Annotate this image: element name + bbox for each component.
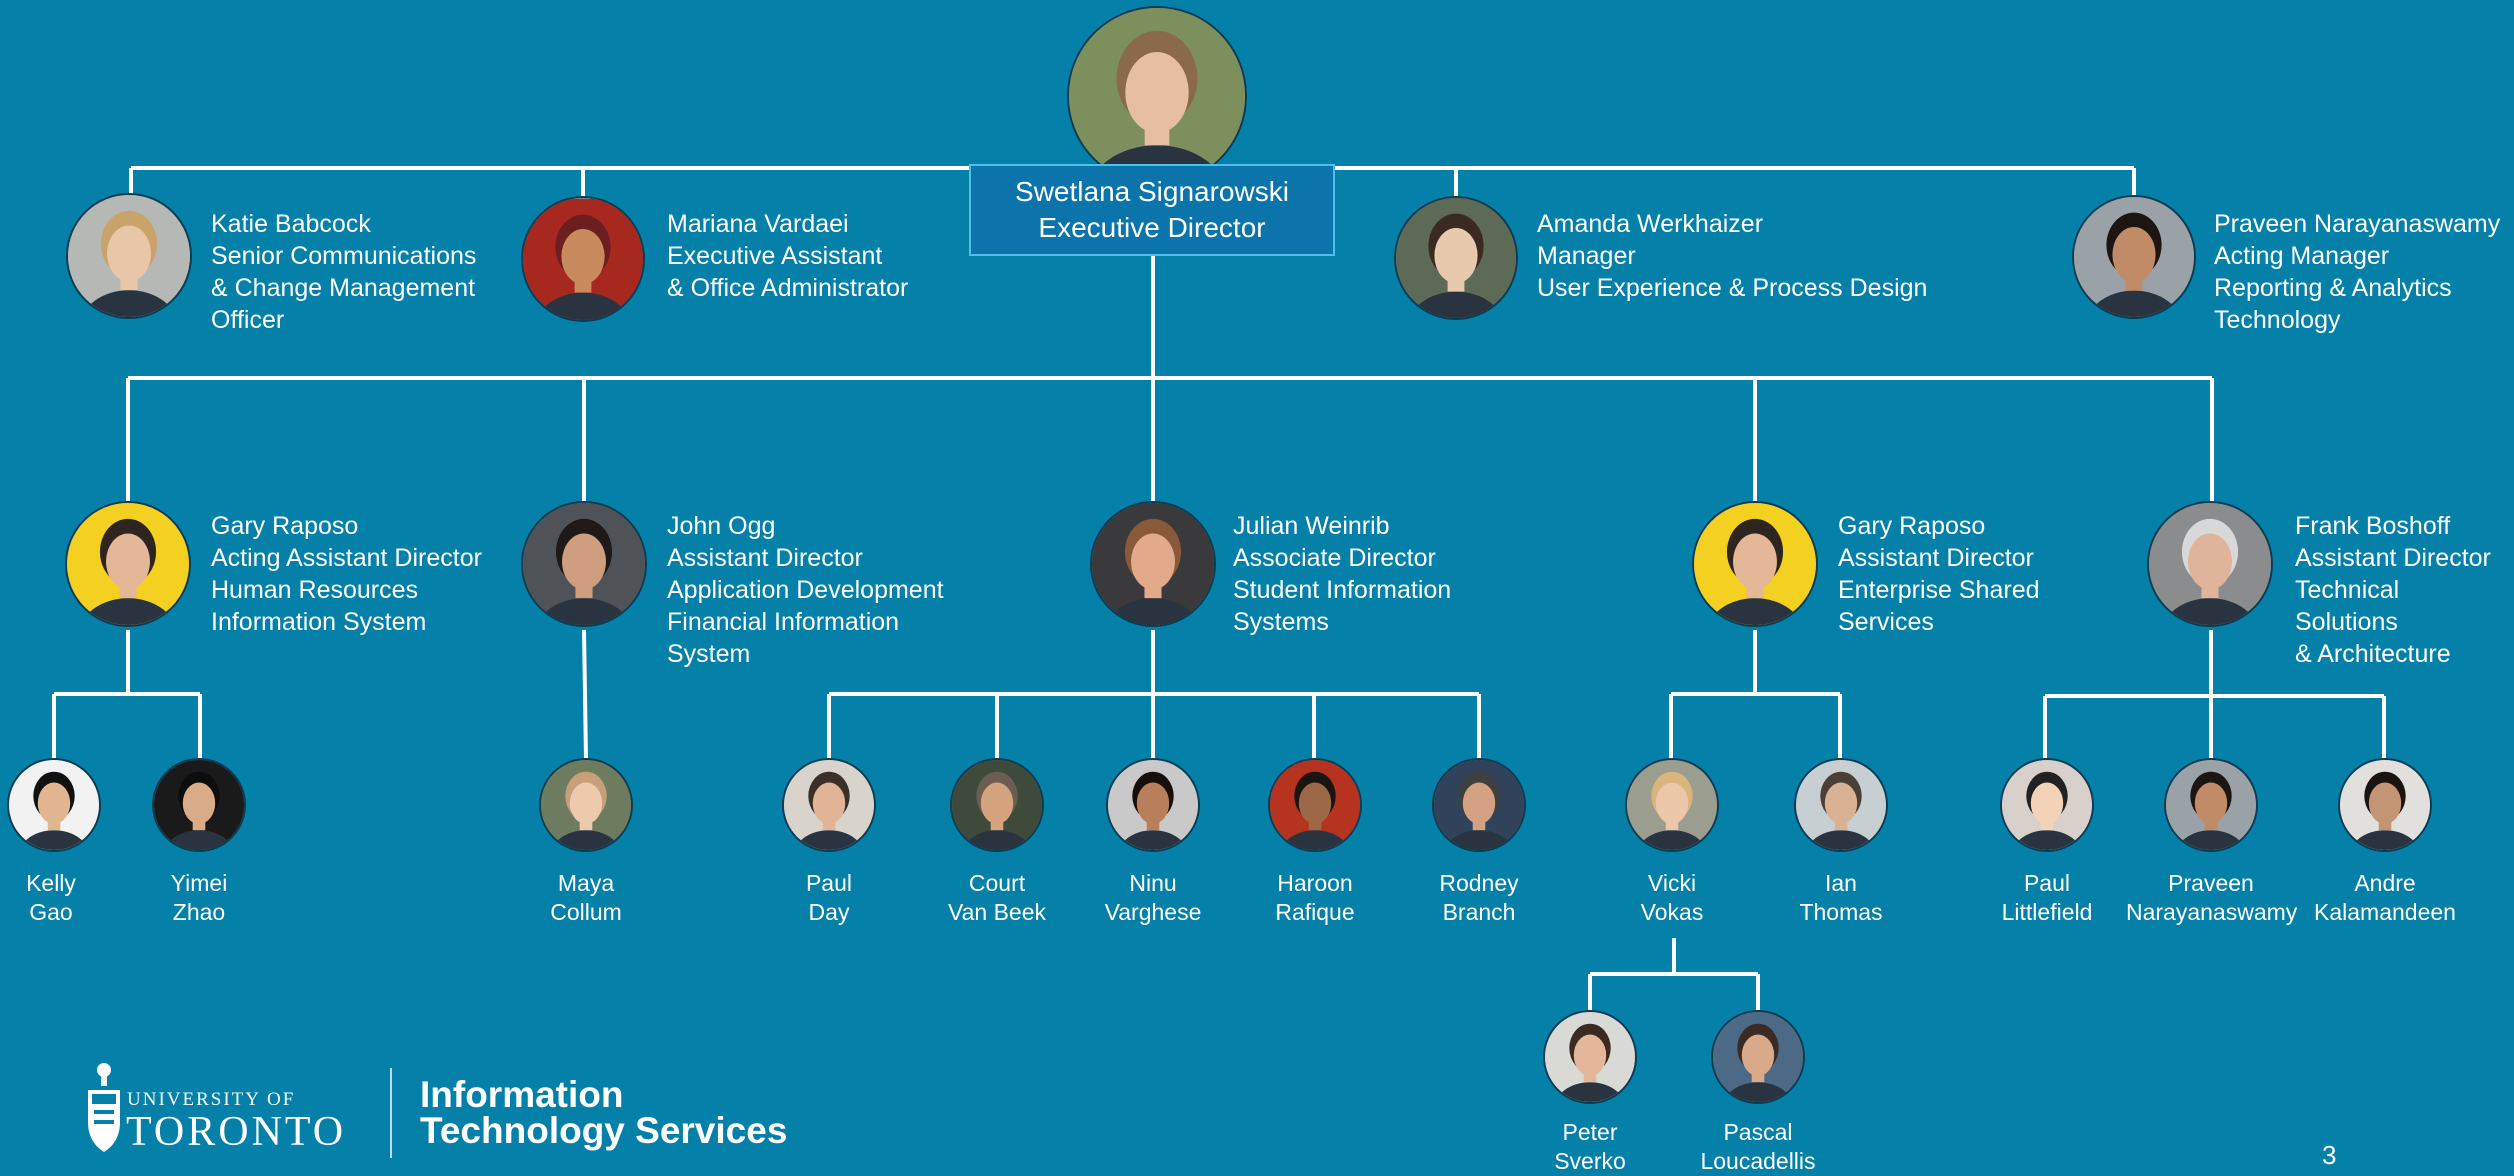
portrait-image — [1694, 503, 1816, 625]
portrait-image — [9, 760, 99, 850]
portrait-image — [67, 503, 189, 625]
director-photo-3 — [1692, 501, 1818, 627]
staff-photo-3 — [782, 758, 876, 852]
staff-photo-10 — [2000, 758, 2094, 852]
top-label-2: Amanda Werkhaizer Manager User Experienc… — [1537, 210, 1928, 302]
staff-photo-14 — [1711, 1010, 1805, 1104]
staff-photo-6 — [1268, 758, 1362, 852]
university-crest-icon — [88, 1063, 120, 1152]
director-photo-2 — [1090, 501, 1216, 627]
department-name-line2: Technology Services — [420, 1110, 788, 1151]
executive-title: Executive Director — [1038, 212, 1266, 243]
staff-photo-9 — [1794, 758, 1888, 852]
executive-name: Swetlana Signarowski — [1015, 176, 1289, 207]
director-label-1: John Ogg Assistant Director Application … — [667, 512, 944, 668]
portrait-image — [1396, 198, 1516, 318]
director-label-2: Julian Weinrib Associate Director Studen… — [1233, 512, 1452, 636]
name: Katie Babcock — [211, 210, 371, 238]
executive-box: Swetlana Signarowski Executive Director — [969, 164, 1335, 256]
staff-photo-13 — [1543, 1010, 1637, 1104]
portrait-image — [784, 760, 874, 850]
logo-divider — [390, 1068, 392, 1158]
director-label-4: Frank Boshoff Assistant Director Technic… — [2295, 512, 2491, 668]
director-photo-1 — [521, 501, 647, 627]
portrait-image — [1092, 503, 1214, 625]
staff-photo-12 — [2338, 758, 2432, 852]
portrait-image — [541, 760, 631, 850]
portrait-image — [952, 760, 1042, 850]
portrait-image — [2002, 760, 2092, 850]
director-label-0: Gary Raposo Acting Assistant Director Hu… — [211, 512, 482, 636]
portrait-image — [1713, 1012, 1803, 1102]
toronto-text: TORONTO — [126, 1109, 347, 1155]
top-photo-2 — [1394, 196, 1518, 320]
portrait-image — [2340, 760, 2430, 850]
staff-photo-1 — [152, 758, 246, 852]
staff-photo-11 — [2164, 758, 2258, 852]
portrait-image — [2166, 760, 2256, 850]
director-photo-4 — [2147, 501, 2273, 627]
portrait-image — [2149, 503, 2271, 625]
department-name-line1: Information — [420, 1074, 624, 1115]
staff-photo-7 — [1432, 758, 1526, 852]
top-label-3: Praveen Narayanaswamy Acting Manager Rep… — [2214, 210, 2501, 334]
portrait-image — [1627, 760, 1717, 850]
top-photo-1 — [521, 196, 645, 322]
top-label-1: Mariana Vardaei Executive Assistant & Of… — [667, 210, 909, 302]
portrait-image — [154, 760, 244, 850]
executive-photo — [1067, 6, 1247, 186]
university-of-text: UNIVERSITY OF — [127, 1089, 296, 1110]
portrait-image — [1796, 760, 1886, 850]
top-label-0: Katie Babcock Senior Communications & Ch… — [211, 210, 477, 334]
portrait-image — [2074, 197, 2194, 317]
director-photo-0 — [65, 501, 191, 627]
page-number: 3 — [2322, 1140, 2337, 1170]
portrait-image — [1545, 1012, 1635, 1102]
portrait-image — [1270, 760, 1360, 850]
staff-photo-4 — [950, 758, 1044, 852]
top-photo-3 — [2072, 195, 2196, 319]
director-label-3: Gary Raposo Assistant Director Enterpris… — [1838, 512, 2040, 636]
staff-photo-0 — [7, 758, 101, 852]
portrait-image — [1434, 760, 1524, 850]
staff-photo-5 — [1106, 758, 1200, 852]
portrait-image — [523, 199, 643, 320]
portrait-image — [68, 195, 190, 317]
portrait-image — [1108, 760, 1198, 850]
staff-photo-8 — [1625, 758, 1719, 852]
top-photo-0 — [66, 193, 192, 319]
portrait-image — [523, 503, 645, 625]
portrait-image — [1069, 8, 1245, 184]
staff-photo-2 — [539, 758, 633, 852]
